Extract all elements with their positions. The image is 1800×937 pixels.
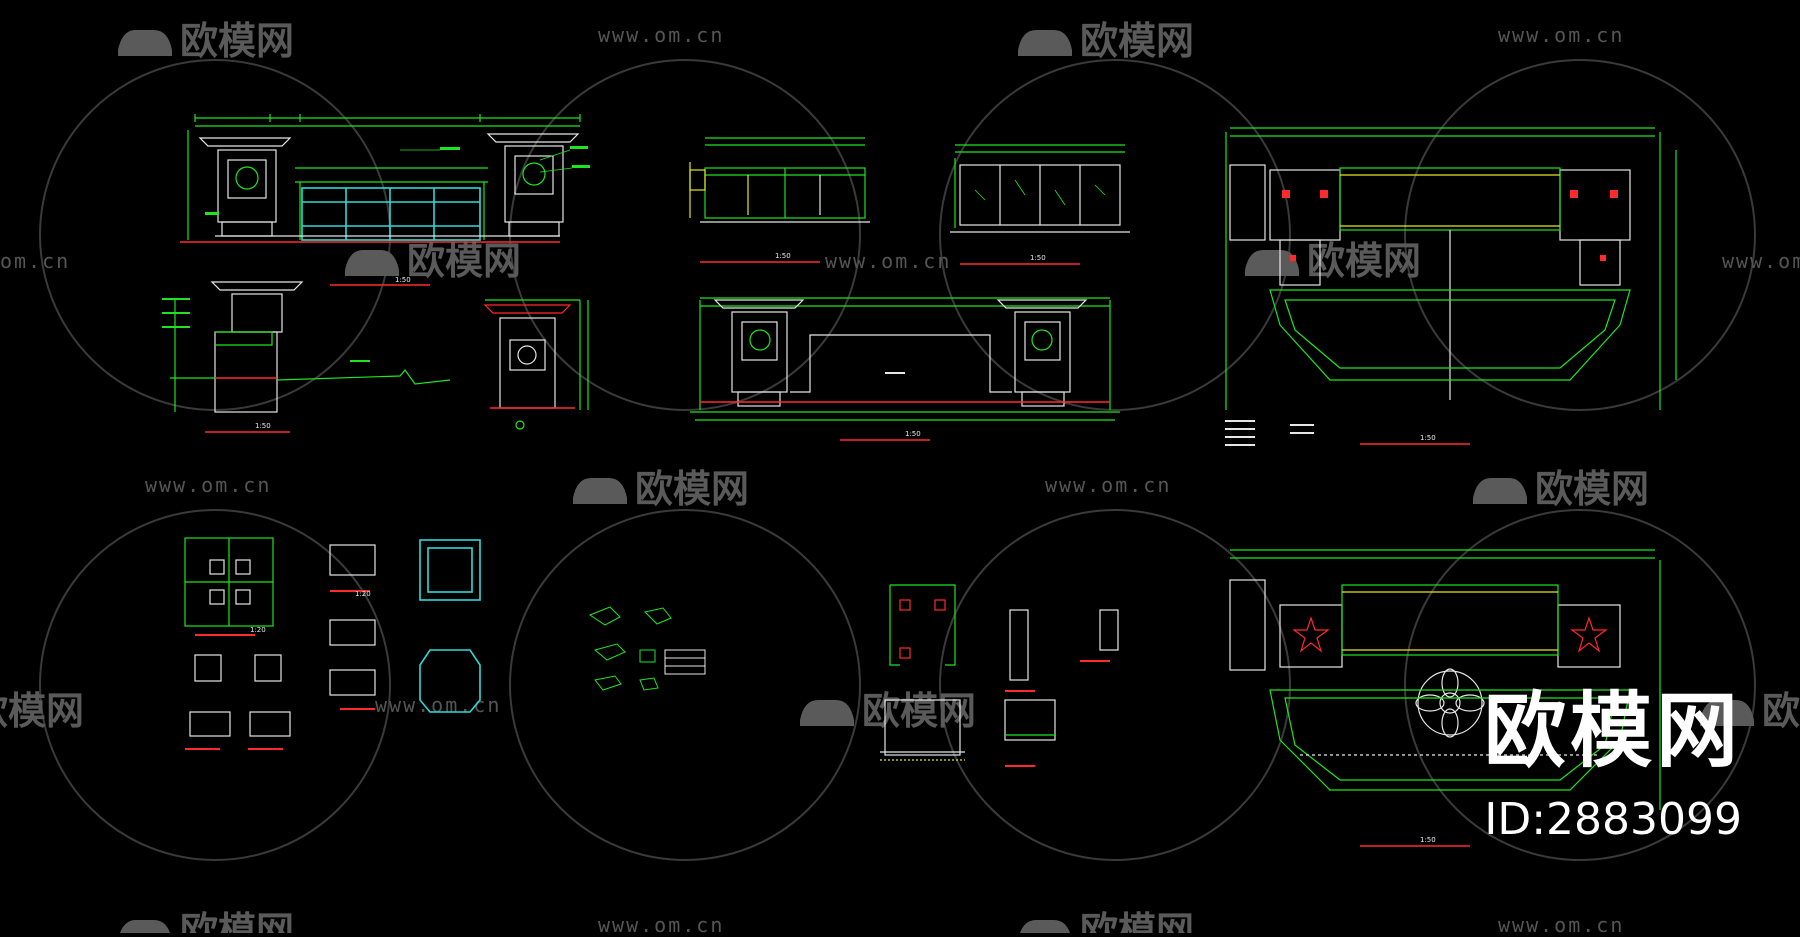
elevation-fence-1: 1:50 bbox=[689, 137, 870, 263]
watermark-text: 欧模网 bbox=[0, 689, 84, 733]
watermark-url: www.om.cn bbox=[145, 473, 271, 497]
section-gate-side: 1:50 bbox=[162, 281, 451, 433]
section-pillar bbox=[483, 299, 589, 430]
watermark-urls: www.om.cn www.om.cn om.cn www.om.cn www.… bbox=[0, 23, 1800, 937]
elevation-gate-center: 1:50 bbox=[690, 297, 1120, 441]
watermark-text: 欧模网 bbox=[1080, 909, 1194, 933]
drawing-scale: 1:50 bbox=[1420, 434, 1436, 442]
watermark-url: www.om.cn bbox=[375, 693, 501, 717]
watermark-url: www.om.cn bbox=[1722, 249, 1800, 273]
plan-gate-bottom: 1:50 bbox=[1229, 549, 1661, 847]
watermark-url: www.om.cn bbox=[598, 23, 724, 47]
watermark-text: 欧模网 bbox=[1307, 239, 1421, 283]
elevation-fence-2: 1:50 bbox=[950, 144, 1130, 265]
sofa-icon bbox=[573, 478, 627, 504]
sofa-icon bbox=[1018, 920, 1072, 937]
sofa-icon bbox=[345, 250, 399, 276]
watermark-url: om.cn bbox=[0, 249, 70, 273]
watermark-text: 欧模网 bbox=[1080, 19, 1194, 63]
drawing-scale: 1:50 bbox=[1030, 254, 1046, 262]
watermark-text: 欧模网 bbox=[1762, 689, 1800, 733]
elevation-gate-front: 1:50 bbox=[180, 114, 590, 286]
watermark-text: 欧模网 bbox=[862, 689, 976, 733]
watermark-text: 欧模网 bbox=[180, 909, 294, 933]
drawing-scale: 1:50 bbox=[395, 276, 411, 284]
sofa-icon bbox=[1018, 30, 1072, 56]
watermark-text: 欧模网 bbox=[1535, 467, 1649, 511]
details-pillar-plans: 1:20 1:20 bbox=[184, 537, 481, 750]
drawing-scale: 1:50 bbox=[775, 252, 791, 260]
watermark-url: www.om.cn bbox=[825, 249, 951, 273]
watermark-url: www.om.cn bbox=[1045, 473, 1171, 497]
drawing-scale: 1:50 bbox=[255, 422, 271, 430]
plan-gate-top: 1:50 bbox=[1225, 127, 1677, 446]
sofa-icon bbox=[118, 920, 172, 937]
watermark-url: www.om.cn bbox=[1498, 913, 1624, 933]
watermark-text: 欧模网 bbox=[635, 467, 749, 511]
watermark-logos: 欧模网 欧模网 欧模网 欧模网 欧模网 欧模网 欧模网 欧模网 bbox=[0, 19, 1800, 937]
details-foundation bbox=[880, 584, 1119, 767]
details-brackets bbox=[588, 606, 706, 691]
watermark-text: 欧模网 bbox=[407, 239, 521, 283]
watermark-url: www.om.cn bbox=[1498, 23, 1624, 47]
brand-id: ID:2883099 bbox=[1484, 794, 1742, 845]
sofa-icon bbox=[1700, 700, 1754, 726]
sofa-icon bbox=[1473, 478, 1527, 504]
brand-logo: 欧模网 bbox=[1483, 684, 1742, 779]
drawing-scale: 1:20 bbox=[250, 626, 266, 634]
watermark-url: www.om.cn bbox=[598, 913, 724, 933]
drawing-scale: 1:20 bbox=[355, 590, 371, 598]
watermark-text: 欧模网 bbox=[180, 19, 294, 63]
sofa-icon bbox=[118, 30, 172, 56]
sofa-icon bbox=[1245, 250, 1299, 276]
sofa-icon bbox=[800, 700, 854, 726]
drawing-scale: 1:50 bbox=[905, 430, 921, 438]
drawing-scale: 1:50 bbox=[1420, 836, 1436, 844]
